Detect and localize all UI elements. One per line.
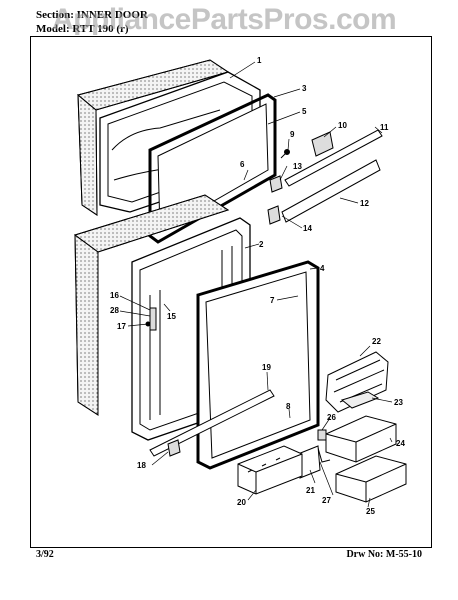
bin-cover-23 (340, 391, 380, 409)
leader-lines (119, 61, 393, 508)
callout-16: 16 (110, 291, 119, 300)
callout-24: 24 (396, 439, 405, 448)
callout-23: 23 (394, 398, 403, 407)
lower-door-outer-panel (73, 194, 230, 416)
screw-9 (280, 149, 290, 159)
callout-28: 28 (110, 306, 119, 315)
callout-12: 12 (360, 199, 369, 208)
footer-date: 3/92 (36, 549, 54, 560)
callout-27: 27 (322, 496, 331, 505)
upper-shelf-bar-11 (284, 129, 383, 187)
footer-drawing-number: Drw No: M-55-10 (346, 549, 422, 560)
lower-shelf-bar-19 (149, 389, 275, 457)
upper-shelf-bar-12 (281, 159, 381, 223)
shelf-end-cap-10 (311, 131, 334, 157)
shelf-end-cap-14 (267, 205, 281, 225)
butter-bin-20 (237, 445, 303, 495)
shelf-end-cap-13 (269, 175, 283, 193)
model-line: Model: RTT 190 (r) (36, 23, 129, 35)
callout-1: 1 (257, 56, 262, 65)
callout-21: 21 (306, 486, 315, 495)
callout-18: 18 (137, 461, 146, 470)
door-bin-24 (325, 415, 397, 463)
section-title: Section: INNER DOOR (36, 9, 148, 21)
callout-6: 6 (240, 160, 245, 169)
callout-2: 2 (259, 240, 264, 249)
callout-14: 14 (303, 224, 312, 233)
bar-end-18 (167, 439, 181, 457)
bin-retainer-26 (317, 429, 327, 441)
callout-10: 10 (338, 121, 347, 130)
callout-25: 25 (366, 507, 375, 516)
callout-3: 3 (302, 84, 307, 93)
callout-19: 19 (262, 363, 271, 372)
callout-9: 9 (290, 130, 295, 139)
callout-4: 4 (320, 264, 325, 273)
callout-20: 20 (237, 498, 246, 507)
door-bin-25 (335, 455, 407, 503)
upper-door-outer-panel (76, 59, 230, 216)
callout-22: 22 (372, 337, 381, 346)
callout-17: 17 (117, 322, 126, 331)
callout-15: 15 (167, 312, 176, 321)
retainer-16-17-28 (145, 307, 157, 331)
callout-8: 8 (286, 402, 291, 411)
upper-door-gasket (148, 93, 277, 244)
watermark-text: AppliancePartsPros.com (52, 3, 397, 36)
bin-support-27 (317, 447, 331, 463)
callout-5: 5 (302, 107, 307, 116)
diagram-frame (30, 36, 432, 548)
lower-door-gasket (196, 260, 320, 470)
callout-13: 13 (293, 162, 302, 171)
callout-26: 26 (327, 413, 336, 422)
callout-7: 7 (270, 296, 275, 305)
callout-11: 11 (380, 123, 389, 132)
